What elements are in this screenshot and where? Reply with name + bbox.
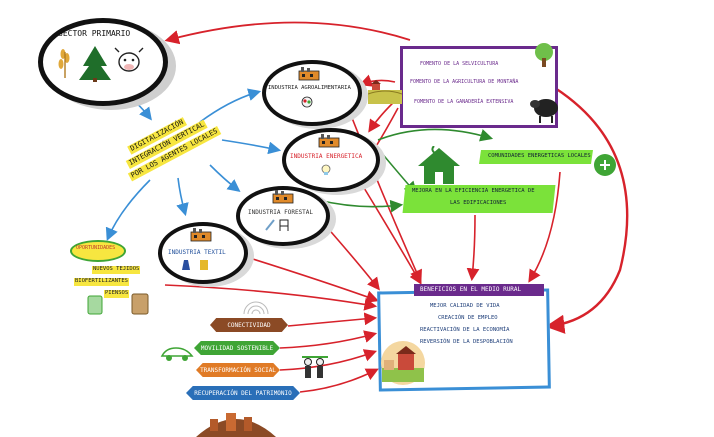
arrow-hub-to-textil [176, 177, 189, 217]
arrow-movilidad-to-benefits [279, 330, 378, 349]
industry-energetica-label: INDUSTRIA ENERGETICA [290, 153, 363, 160]
benefit-item-4: REVERSIÓN DE LA DESPOBLACIÓN [420, 339, 513, 345]
arrow-top-to-root [164, 21, 411, 45]
benefit-item-3: REACTIVACIÓN DE LA ECONOMÍA [420, 327, 510, 333]
communities-label: COMUNIDADES ENERGETICAS LOCALES [488, 153, 591, 159]
industry-textil-label: INDUSTRIA TEXTIL [168, 249, 226, 256]
pill-recuperacion: RECUPERACIÓN DEL PATRIMONIO [186, 386, 300, 400]
factory-icon [298, 67, 320, 81]
bags-icon [87, 293, 149, 315]
arrow-conectividad-to-benefits [287, 312, 378, 327]
arrow-recuperacion-to-benefits [299, 368, 379, 393]
fomento-item-3: FOMENTO DE LA GANADERÍA EXTENSIVA [414, 99, 514, 105]
factory-icon [318, 134, 340, 148]
arrow-opportunities-to-benefits [164, 284, 378, 311]
fomento-item-1: FOMENTO DE LA SELVICULTURA [420, 61, 499, 67]
benefit-item-2: CREACIÓN DE EMPLEO [438, 315, 498, 321]
elderly-people-icon [302, 356, 328, 378]
arrow-fomento-to-agro [359, 74, 396, 87]
tree-icon [535, 43, 553, 67]
arrow-hub-to-energetica [221, 139, 282, 155]
pill-movilidad: MOVILIDAD SOSTENIBLE [194, 341, 280, 355]
eco-car-icon [160, 347, 194, 361]
farm-field-icon [368, 80, 402, 104]
pill-transformacion-label: TRANSFORMACIÓN SOCIAL [200, 366, 276, 374]
arrow-right-loop [545, 86, 629, 334]
pill-transformacion: TRANSFORMACIÓN SOCIAL [196, 363, 280, 377]
efficiency-line-1: MEJORA EN LA EFICIENCIA ENERGETICA DE [412, 188, 535, 194]
arrow-agro-to-benefits [344, 99, 422, 283]
pill-conectividad: CONECTIVIDAD [210, 318, 288, 332]
food-plate-icon [301, 96, 313, 108]
clothing-icon [182, 260, 208, 270]
arrow-energetica-to-communities [377, 128, 494, 142]
eco-plug-icon [594, 154, 616, 176]
sheep-icon [530, 99, 558, 123]
opportunities-title: OPORTUNIDADES [76, 245, 116, 251]
wheat-tree-cow-icon [58, 46, 144, 82]
root-title: SECTOR PRIMARIO [58, 29, 131, 38]
opportunity-item-1: NUEVOS TEJIDOS [92, 266, 141, 274]
opportunity-item-3: PIENSOS [104, 290, 130, 298]
industry-agroalimentaria-label: INDUSTRIA AGROALIMENTARIA [268, 85, 351, 91]
pill-conectividad-label: CONECTIVIDAD [227, 321, 271, 329]
fomento-box [400, 46, 558, 128]
factory-icon [190, 228, 212, 242]
pill-movilidad-label: MOVILIDAD SOSTENIBLE [200, 344, 274, 352]
benefits-title-bar [414, 284, 544, 296]
opportunities-badge [70, 240, 126, 262]
arrow-hub-to-agro [199, 88, 262, 123]
factory-icon [272, 190, 294, 204]
saw-chair-icon [265, 219, 289, 231]
wifi-waves-icon [243, 301, 269, 315]
rural-village-icon [381, 341, 425, 385]
village-skyline-icon [196, 413, 276, 437]
arrow-textil-to-benefits [239, 254, 380, 303]
arrow-transformacion-to-benefits [279, 349, 378, 371]
opportunity-item-2: BIOFERTILIZANTES [74, 278, 129, 286]
arrow-hub-to-forestal [209, 164, 241, 192]
lightbulb-icon [321, 164, 331, 175]
pill-recuperacion-label: RECUPERACIÓN DEL PATRIMONIO [194, 389, 292, 397]
industry-forestal-label: INDUSTRIA FORESTAL [248, 209, 314, 216]
arrow-communities-to-benefits [528, 171, 561, 283]
arrow-efficiency-to-benefits [466, 214, 480, 282]
efficiency-line-2: LAS EDIFICACIONES [450, 200, 507, 206]
arrow-forestal-to-benefits [324, 224, 380, 291]
green-house-icon [418, 146, 460, 184]
arrow-forestal-to-efficiency [317, 199, 404, 213]
arrow-hub-to-opportunities [105, 179, 151, 241]
benefits-title: BENEFICIOS EN EL MEDIO RURAL [420, 286, 522, 293]
fomento-item-2: FOMENTO DE LA AGRICULTURA DE MONTAÑA [410, 79, 519, 85]
benefit-item-1: MEJOR CALIDAD DE VIDA [430, 303, 500, 309]
